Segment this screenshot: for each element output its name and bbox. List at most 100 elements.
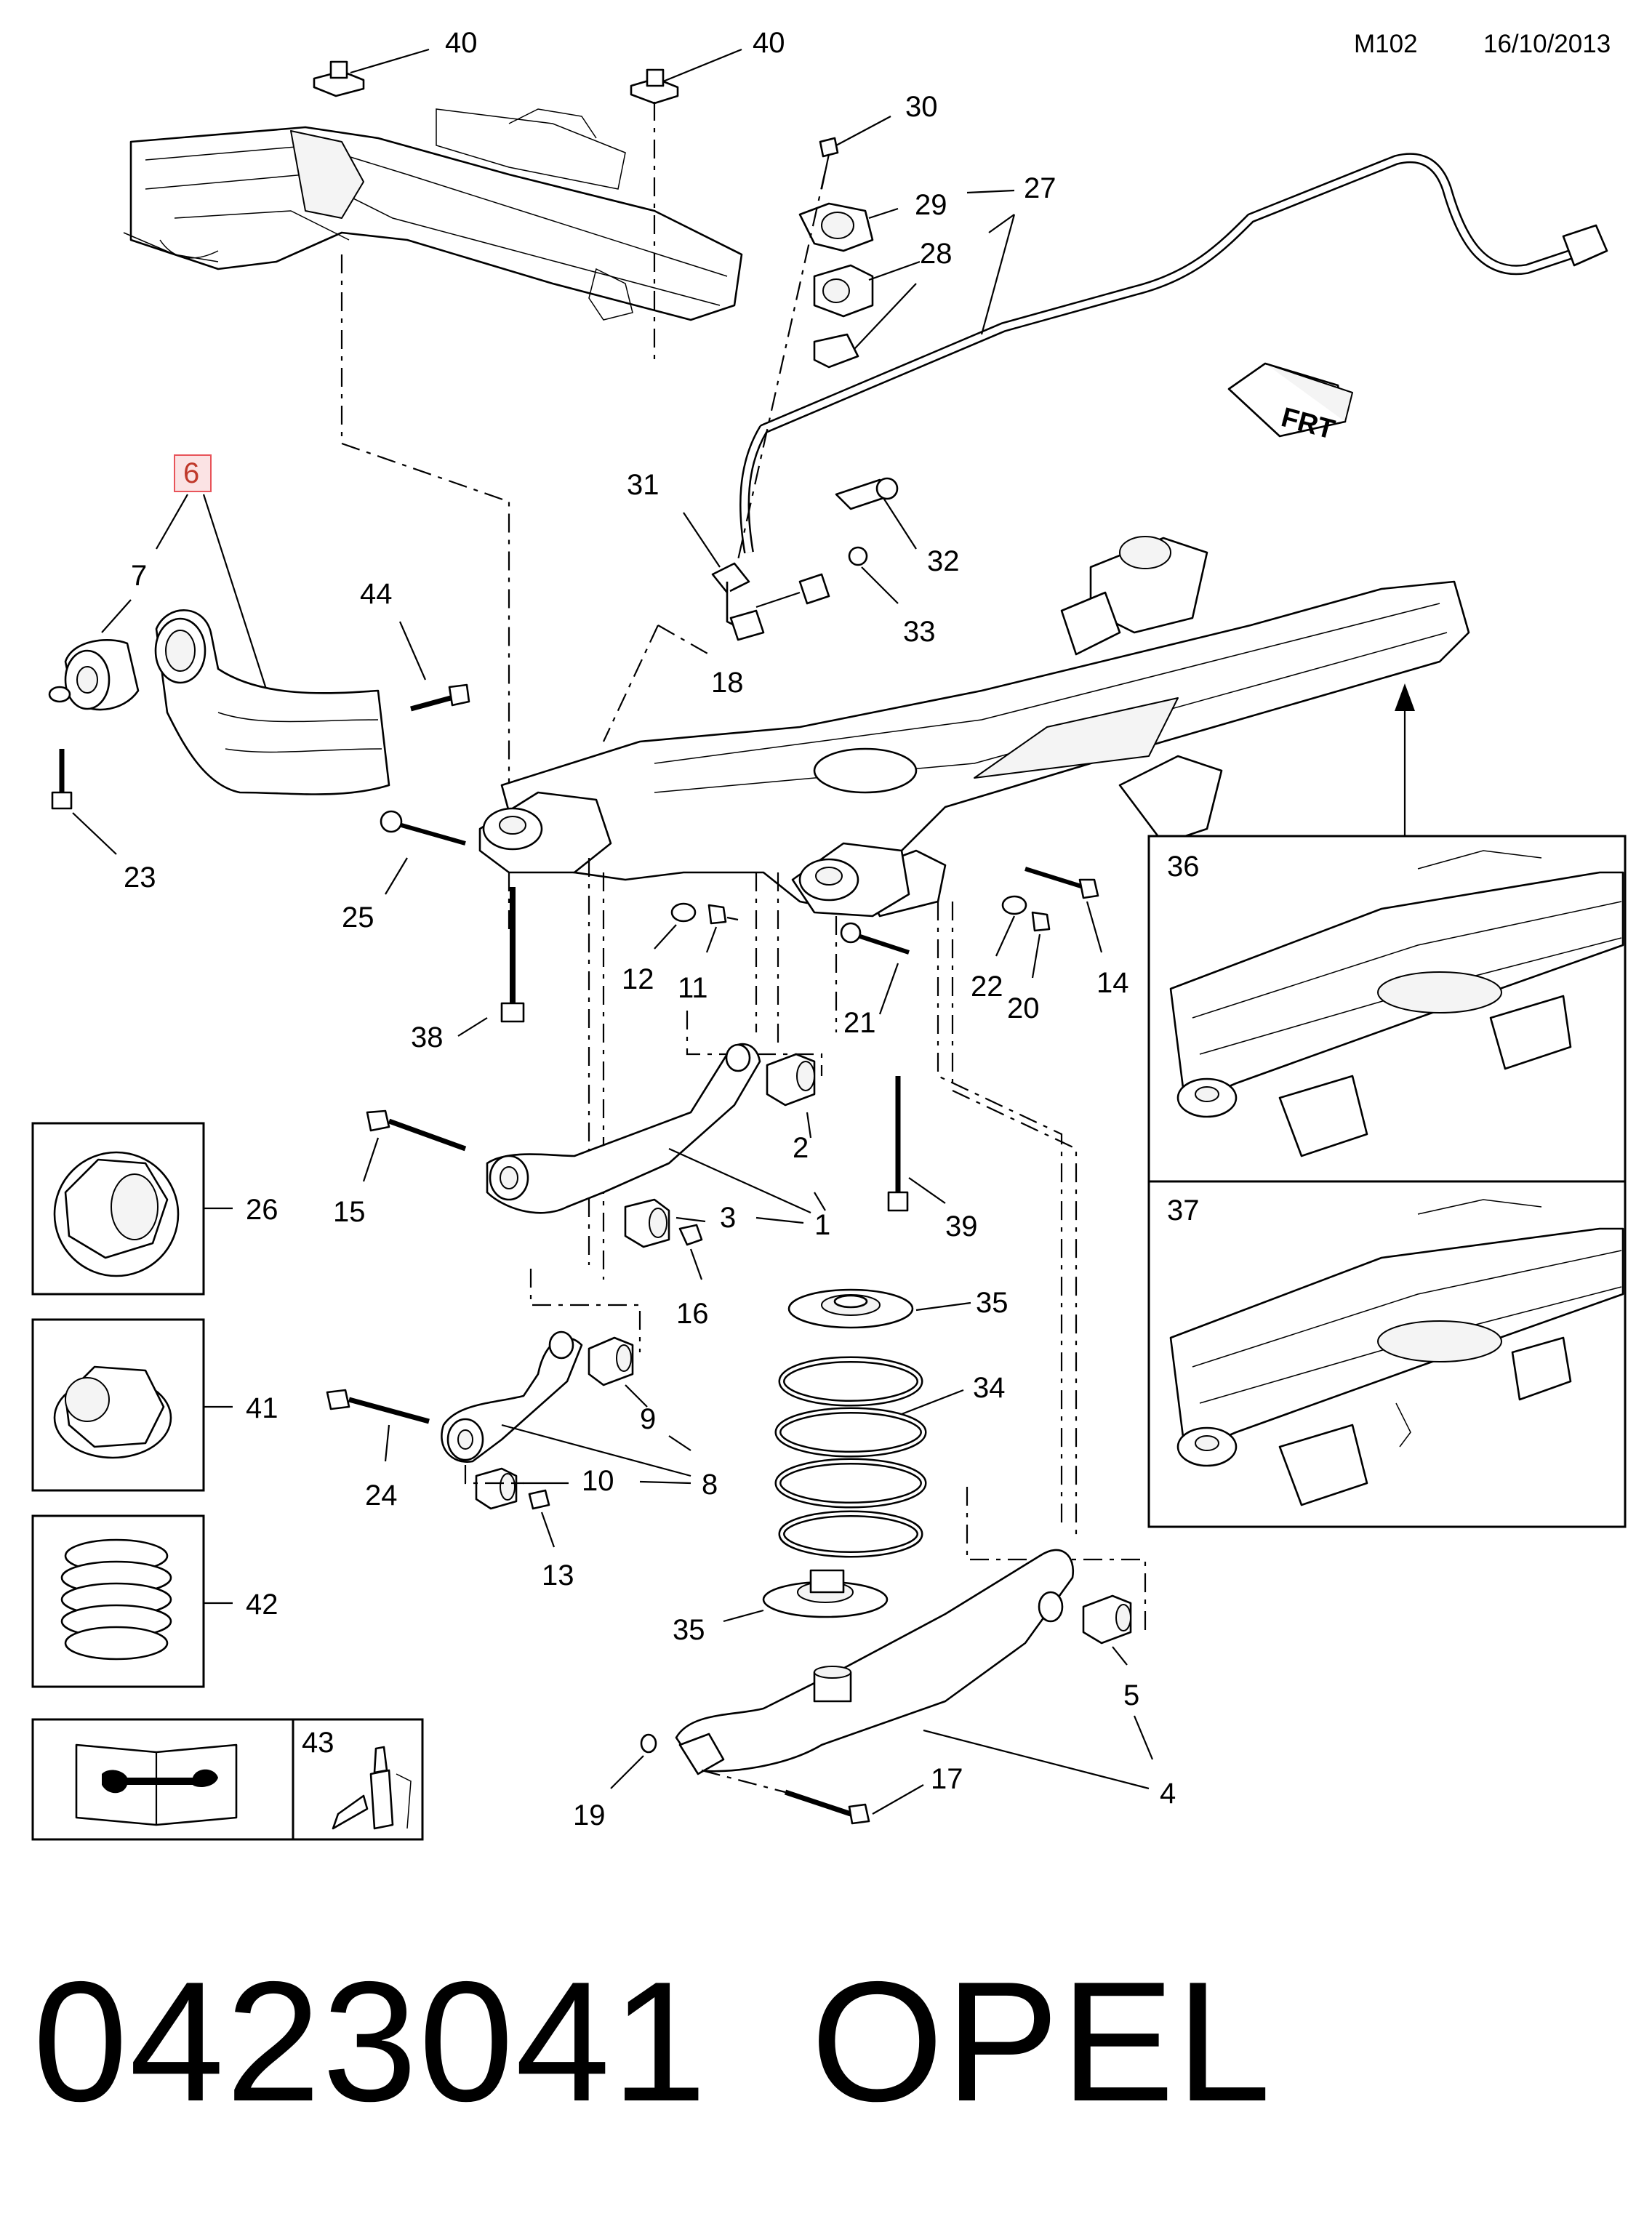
washer-12-nut-11 (670, 902, 739, 925)
callout-20: 20 (1007, 992, 1040, 1024)
trailing-arm-bracket (154, 609, 390, 795)
callout-44: 44 (360, 578, 393, 610)
callout-41: 41 (246, 1392, 278, 1424)
callout-43: 43 (302, 1727, 334, 1759)
part-number: 0423041 (33, 1946, 708, 2137)
arrow-up-icon (1395, 683, 1415, 711)
callout-8: 8 (702, 1469, 718, 1501)
lateral-link (441, 1330, 583, 1463)
bushing-10 (475, 1467, 518, 1510)
diagram-date: 16/10/2013 (1483, 30, 1611, 58)
bushing-housing-right (791, 842, 910, 918)
bolt-23 (51, 749, 73, 810)
callout-11: 11 (678, 972, 708, 1004)
detail-box-36: 36 (1147, 835, 1627, 1183)
callout-26: 26 (246, 1194, 278, 1226)
callout-28: 28 (920, 238, 953, 270)
detail-box-37: 37 (1147, 1180, 1627, 1528)
nut-13 (528, 1489, 550, 1510)
callout-4: 4 (1160, 1778, 1176, 1810)
callout-32: 32 (927, 545, 960, 577)
nut-16 (678, 1224, 703, 1246)
highlighted-callout-6[interactable]: 6 (174, 454, 212, 492)
callout-35b: 35 (673, 1614, 705, 1646)
callout-24: 24 (365, 1480, 398, 1512)
bolt-25 (380, 810, 466, 846)
bushing-2 (766, 1053, 816, 1107)
part-box-41-nut (31, 1318, 205, 1492)
callout-33: 33 (903, 616, 936, 648)
front-direction-arrow-icon: FRT (1227, 362, 1353, 446)
callout-42: 42 (246, 1589, 278, 1621)
bushing-5 (1082, 1594, 1132, 1645)
bolt-44 (410, 683, 470, 712)
diagram-code: M102 (1354, 30, 1418, 58)
callout-40a: 40 (445, 27, 478, 59)
bolt-38 (500, 887, 525, 1023)
coil-spring (774, 1356, 927, 1558)
callout-7: 7 (131, 560, 147, 592)
bushing-9 (588, 1336, 634, 1386)
bolt-15 (366, 1109, 467, 1152)
body-frame-section (123, 108, 743, 321)
callout-38: 38 (411, 1021, 444, 1053)
callout-23: 23 (124, 862, 156, 894)
callout-19: 19 (573, 1799, 606, 1831)
callout-25: 25 (342, 902, 374, 934)
callout-3: 3 (720, 1202, 736, 1234)
spring-seat-lower (762, 1569, 889, 1618)
stabilizer-bar (739, 153, 1608, 554)
bushing-7 (48, 639, 140, 711)
callout-13: 13 (542, 1559, 574, 1591)
upper-control-arm (486, 1043, 761, 1214)
callout-2: 2 (793, 1132, 809, 1164)
washer-19 (640, 1733, 657, 1754)
stabilizer-bushing (813, 264, 874, 369)
bolt-24 (326, 1389, 430, 1424)
callout-30: 30 (905, 91, 938, 123)
repair-manual-icon (75, 1743, 238, 1826)
callout-5: 5 (1123, 1679, 1139, 1711)
stabilizer-link (711, 477, 899, 641)
bolt-21 (840, 922, 910, 955)
callout-31: 31 (627, 469, 659, 501)
callout-39: 39 (945, 1211, 978, 1243)
callout-12: 12 (622, 963, 654, 995)
part-box-42-bellows (31, 1514, 205, 1688)
part-box-26-flange-nut (31, 1122, 205, 1296)
callout-36: 36 (1167, 851, 1200, 883)
bolt-14 (1025, 867, 1099, 899)
callout-10: 10 (582, 1465, 614, 1497)
lower-control-arm (675, 1549, 1075, 1775)
callout-18: 18 (711, 667, 744, 699)
nut-40-left (313, 60, 365, 97)
adhesive-bottle-icon (332, 1746, 412, 1830)
callout-27: 27 (1024, 172, 1056, 204)
callout-29: 29 (915, 189, 947, 221)
callout-22: 22 (971, 971, 1003, 1003)
nut-40-right (630, 68, 679, 105)
brand-name: OPEL (811, 1946, 1272, 2137)
rear-crossmember (500, 536, 1470, 918)
callout-35a: 35 (976, 1287, 1009, 1319)
callout-16: 16 (676, 1298, 709, 1330)
callout-14: 14 (1096, 967, 1129, 999)
stabilizer-clamp (798, 202, 874, 252)
washer-22-nut-20 (1001, 895, 1051, 932)
callout-17: 17 (931, 1763, 963, 1795)
callout-9: 9 (640, 1403, 656, 1435)
callout-15: 15 (333, 1196, 366, 1228)
callout-21: 21 (843, 1007, 876, 1039)
manual-reference-box: 43 (31, 1718, 424, 1841)
spring-seat-upper (787, 1288, 914, 1329)
callout-1: 1 (814, 1209, 830, 1241)
callout-40b: 40 (753, 27, 785, 59)
callout-37: 37 (1167, 1195, 1200, 1227)
bushing-3 (624, 1198, 670, 1248)
bolt-39 (887, 1076, 909, 1212)
bolt-17 (784, 1789, 870, 1825)
bushing-housing-left (478, 791, 612, 874)
callout-6: 6 (183, 457, 199, 489)
callout-34: 34 (973, 1372, 1006, 1404)
